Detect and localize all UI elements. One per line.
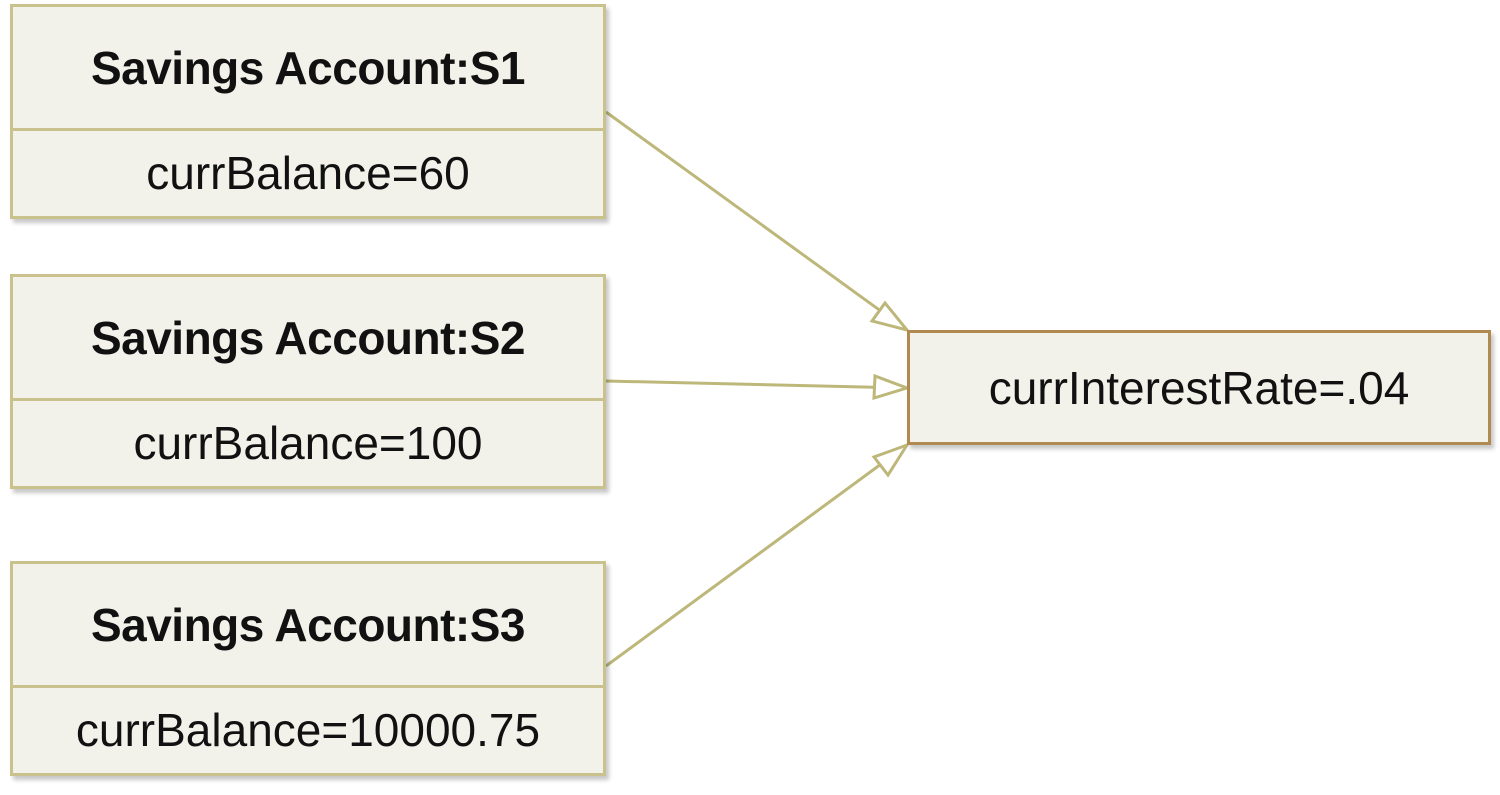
connector-s3-to-rate: [605, 443, 908, 668]
object-attribute: currBalance=60: [146, 147, 470, 199]
object-title: Savings Account:S1: [13, 7, 603, 131]
object-attribute: currBalance=10000.75: [75, 704, 541, 756]
object-title: Savings Account:S3: [13, 564, 603, 688]
object-title: Savings Account:S2: [13, 277, 603, 401]
savings-account-s2-box: Savings Account:S2 currBalance=100: [10, 274, 606, 489]
arrowhead-s3-icon: [871, 442, 911, 478]
arrowhead-s2-icon: [872, 373, 912, 401]
connector-s2-to-rate: [605, 379, 908, 390]
object-attribute: currBalance=100: [133, 417, 483, 469]
savings-account-s1-box: Savings Account:S1 currBalance=60: [10, 4, 606, 219]
shared-attribute: currInterestRate=.04: [988, 361, 1410, 414]
connector-s1-to-rate: [605, 110, 908, 332]
shared-interest-rate-box: currInterestRate=.04: [907, 330, 1491, 445]
arrowhead-s1-icon: [869, 300, 912, 333]
savings-account-s3-box: Savings Account:S3 currBalance=10000.75: [10, 561, 606, 776]
